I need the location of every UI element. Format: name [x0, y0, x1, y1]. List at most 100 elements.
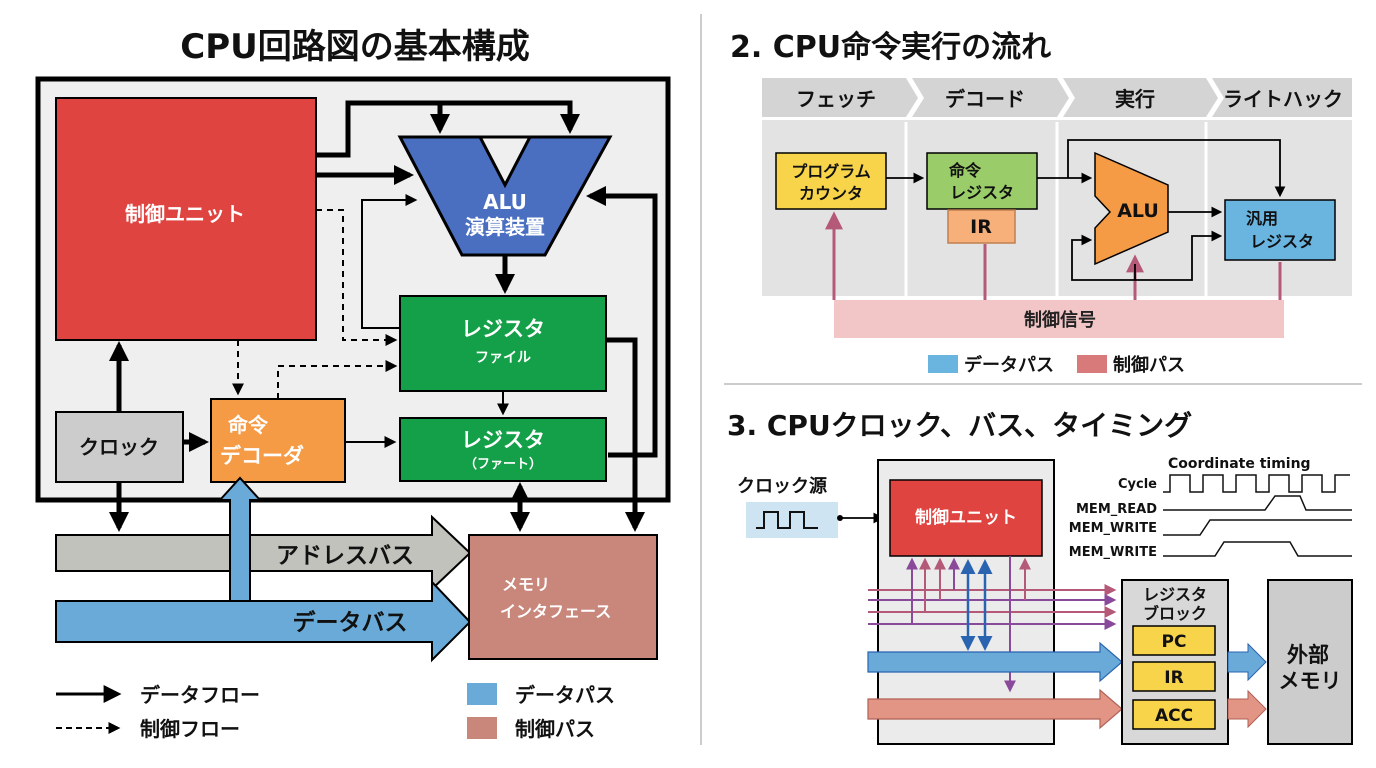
- clock-source-label: クロック源: [737, 475, 827, 497]
- control-unit-block: [55, 97, 317, 341]
- pipe-ir-to-gpr: [1067, 139, 1286, 198]
- pipe-legend-data: データパス: [964, 354, 1054, 376]
- stage-label-3: 実行: [1115, 87, 1155, 111]
- data-bus-arrow: [55, 579, 472, 663]
- reg-ir-label: IR: [1164, 668, 1183, 688]
- ir-block: [926, 152, 1038, 210]
- register-file-label-2: ファイル: [475, 350, 531, 366]
- control-unit-label: 制御ユニット: [125, 202, 245, 226]
- clock-source-box: [746, 502, 838, 538]
- alu-notch: [477, 135, 533, 189]
- register-block-label-1: レジスタ: [1143, 585, 1207, 604]
- register-fast-block: [399, 417, 607, 482]
- flow-top-to-alu-right: [440, 100, 580, 134]
- signal-cycle: Cycle: [1118, 477, 1157, 492]
- external-memory-label-2: メモリ: [1279, 669, 1342, 693]
- memory-interface-label-1: メモリ: [502, 575, 550, 594]
- flow-regfile-right: [606, 337, 645, 532]
- ir-label-2: レジスタ: [950, 183, 1014, 202]
- alu-label-2: 演算装置: [465, 215, 545, 239]
- stage-execute: [1063, 78, 1218, 117]
- external-memory-block: [1267, 579, 1353, 745]
- legend-control-path: 制御パス: [515, 717, 595, 741]
- data-bus-to-memory: [1227, 642, 1267, 682]
- timing-control-unit: [889, 479, 1043, 557]
- alu-block: [397, 135, 613, 257]
- stage-label-1: フェッチ: [796, 87, 876, 111]
- stage-label-4: ライトハック: [1223, 87, 1343, 111]
- wave-cycle: [1163, 474, 1350, 493]
- timing-control-bus: [867, 688, 1123, 730]
- memory-interface-block: [468, 534, 658, 660]
- alu-label-1: ALU: [483, 190, 527, 214]
- control-bus-to-memory: [1227, 689, 1267, 729]
- ir-tag-block: [947, 209, 1016, 244]
- register-file-block: [399, 295, 607, 392]
- legend-data-path-swatch: [467, 683, 497, 705]
- pipe-legend-control-swatch: [1077, 355, 1107, 373]
- left-title: CPU回路図の基本構成: [180, 27, 529, 67]
- gpr-block: [1224, 199, 1336, 261]
- reg-pc-label: PC: [1162, 632, 1187, 652]
- ir-tag-label: IR: [970, 216, 992, 238]
- signal-mem-read: MEM_READ: [1076, 502, 1157, 517]
- data-bus-label: データバス: [293, 609, 408, 636]
- timing-panel: 3. CPUクロック、バス、タイミング クロック源 制御ユニット Coordin…: [727, 409, 1353, 745]
- pipe-legend-data-swatch: [928, 355, 958, 373]
- wave-mem-write-1: [1163, 519, 1352, 536]
- address-bus-label: アドレスバス: [276, 543, 414, 569]
- reg-acc-box: [1132, 699, 1216, 730]
- left-panel: CPU回路図の基本構成 制御ユニット ALU 演算装置 レジスタ ファイル レジ…: [35, 27, 671, 741]
- timing-title: 3. CPUクロック、バス、タイミング: [727, 409, 1192, 442]
- address-bus-arrow: [55, 514, 472, 592]
- decoder-block: [210, 398, 346, 483]
- pipeline-alu-label: ALU: [1117, 200, 1159, 222]
- flow-right-loop-to-alu: [586, 186, 658, 458]
- pipe-gpr-to-alu: [1135, 230, 1223, 281]
- legend-control-flow: 制御フロー: [140, 717, 240, 741]
- timing-control-unit-label: 制御ユニット: [915, 507, 1017, 528]
- timing-data-bus: [867, 641, 1123, 683]
- pc-label-2: カウンタ: [799, 184, 863, 203]
- control-signal-label: 制御信号: [1024, 309, 1096, 331]
- pipe-legend-control: 制御パス: [1113, 354, 1185, 376]
- legend-data-flow: データフロー: [140, 683, 260, 707]
- decoder-label-2: デコーダ: [220, 444, 304, 468]
- stage-decode: [912, 78, 1069, 117]
- clock-label: クロック: [79, 435, 159, 459]
- legend-data-path: データパス: [515, 683, 615, 707]
- gpr-label-2: レジスタ: [1250, 232, 1314, 251]
- control-signal-band: [834, 300, 1284, 338]
- pipe-alu-loop: [1071, 234, 1136, 281]
- pipeline-title: 2. CPU命令実行の流れ: [730, 30, 1051, 65]
- reg-pc-box: [1132, 625, 1216, 656]
- reg-acc-label: ACC: [1155, 706, 1193, 726]
- pipeline-alu-block: [1094, 151, 1169, 266]
- register-fast-label-2: （ファート）: [464, 456, 542, 472]
- control-decoder-to-regfile: [277, 360, 398, 399]
- gpr-label-1: 汎用: [1246, 209, 1278, 228]
- ir-label-1: 命令: [948, 161, 982, 180]
- decoder-data-path: [217, 476, 263, 602]
- wave-mem-write-2: [1163, 541, 1352, 557]
- pipeline-panel: 2. CPU命令実行の流れ フェッチ デコード 実行 ライトハック 制御信号 プ…: [724, 30, 1362, 385]
- register-block-label-2: ブロック: [1143, 604, 1207, 623]
- clock-source-wave: [756, 511, 818, 529]
- memory-interface-label-2: インタフェース: [500, 602, 611, 621]
- external-memory-label-1: 外部: [1287, 643, 1329, 667]
- signal-mem-write-1: MEM_WRITE: [1069, 521, 1157, 536]
- control-cu-to-regfile: [316, 209, 398, 346]
- reg-ir-box: [1132, 661, 1216, 692]
- waveform-title: Coordinate timing: [1168, 456, 1311, 472]
- legend-control-path-swatch: [467, 717, 497, 739]
- decoder-label-1: 命令: [228, 413, 269, 437]
- signal-mem-write-2: MEM_WRITE: [1069, 545, 1157, 560]
- stage-writeback: [1212, 78, 1352, 117]
- pc-block: [775, 152, 887, 210]
- stage-label-2: デコード: [945, 87, 1025, 111]
- pc-label-1: プログラム: [791, 162, 871, 181]
- register-fast-label-1: レジスタ: [461, 428, 545, 452]
- flow-cu-top-to-alu: [316, 100, 450, 158]
- wave-mem-read: [1163, 495, 1352, 511]
